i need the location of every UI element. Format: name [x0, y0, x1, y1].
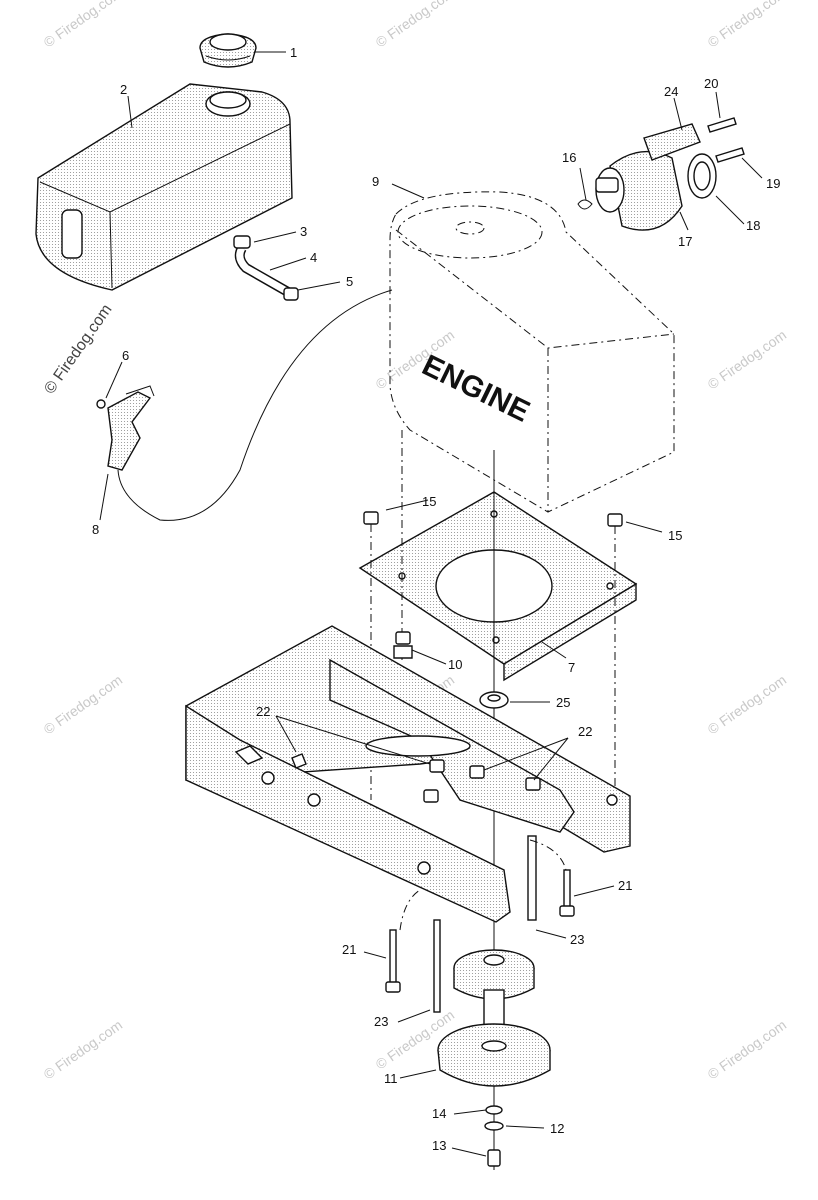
watermark: © Firedog.com [705, 1017, 790, 1083]
pulley-assembly [437, 949, 551, 1167]
fuel-line [233, 235, 299, 301]
callout-13: 13 [432, 1138, 446, 1153]
leader-lines [99, 51, 763, 1157]
watermark: © Firedog.com [705, 0, 790, 50]
watermark: © Firedog.com [41, 0, 126, 50]
callout-22a: 22 [256, 704, 270, 719]
callout-17: 17 [678, 234, 692, 249]
watermark: © Firedog.com [705, 672, 790, 738]
muffler [577, 117, 745, 231]
callout-21a: 21 [618, 878, 632, 893]
fuel-tank [35, 83, 293, 291]
callout-9: 9 [372, 174, 379, 189]
callout-12: 12 [550, 1121, 564, 1136]
callout-1: 1 [290, 45, 297, 60]
throttle-control [96, 289, 393, 521]
callout-15b: 15 [668, 528, 682, 543]
callout-22b: 22 [578, 724, 592, 739]
callout-14: 14 [432, 1106, 446, 1121]
engine: ENGINE [389, 191, 675, 513]
watermark: © Firedog.com [41, 301, 115, 397]
callout-2: 2 [120, 82, 127, 97]
watermark: © Firedog.com [373, 0, 458, 50]
fuel-cap [199, 33, 257, 68]
callout-4: 4 [310, 250, 317, 265]
bolts-21 [385, 869, 575, 993]
callout-11: 11 [384, 1071, 398, 1086]
spacer-25 [479, 691, 509, 709]
watermark: © Firedog.com [705, 327, 790, 393]
engine-label: ENGINE [417, 349, 535, 429]
callout-20: 20 [704, 76, 718, 91]
callouts: 1 2 3 4 5 6 7 8 9 10 11 12 13 14 15 15 1… [92, 45, 780, 1153]
callout-19: 19 [766, 176, 780, 191]
callout-25: 25 [556, 695, 570, 710]
callout-6: 6 [122, 348, 129, 363]
callout-23b: 23 [374, 1014, 388, 1029]
chassis-frame [185, 625, 631, 923]
rods-23 [399, 835, 567, 1013]
callout-5: 5 [346, 274, 353, 289]
callout-10: 10 [448, 657, 462, 672]
callout-23a: 23 [570, 932, 584, 947]
callout-16: 16 [562, 150, 576, 165]
callout-7: 7 [568, 660, 575, 675]
bolts-15 [363, 511, 623, 800]
callout-24: 24 [664, 84, 678, 99]
watermark: © Firedog.com [41, 672, 126, 738]
callout-21b: 21 [342, 942, 356, 957]
callout-18: 18 [746, 218, 760, 233]
watermark: © Firedog.com [41, 1017, 126, 1083]
nuts-22 [423, 759, 541, 803]
callout-8: 8 [92, 522, 99, 537]
nut-10 [393, 631, 413, 659]
callout-3: 3 [300, 224, 307, 239]
callout-15a: 15 [422, 494, 436, 509]
